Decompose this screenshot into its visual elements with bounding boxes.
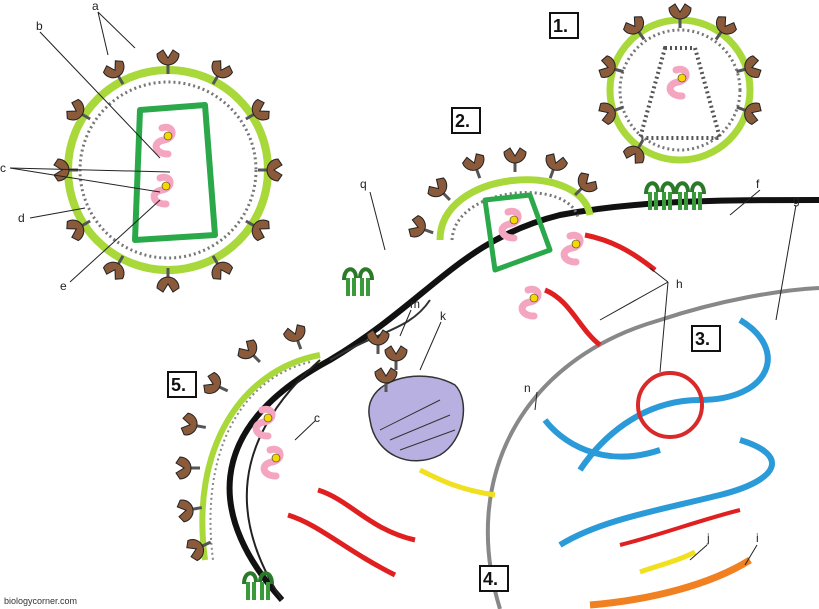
step-5: 5. <box>167 371 197 398</box>
nuclear-membrane <box>485 286 819 609</box>
step-2: 2. <box>451 107 481 134</box>
label-a: a <box>92 0 99 13</box>
label-k: k <box>440 309 447 323</box>
step-1: 1. <box>549 12 579 39</box>
svg-text:3.: 3. <box>695 329 710 349</box>
credit-text: biologycorner.com <box>4 596 77 606</box>
host-dna-3 <box>558 437 775 548</box>
svg-text:2.: 2. <box>455 111 470 131</box>
virion-step-1 <box>595 2 765 168</box>
svg-text:1.: 1. <box>553 16 568 36</box>
integrated-viral-dna <box>619 508 741 547</box>
leader-lines <box>9 11 797 566</box>
label-j: j <box>706 531 710 545</box>
ribosome <box>368 375 465 462</box>
integrated-dna-circle <box>636 371 704 439</box>
released-rna-2 <box>522 289 538 316</box>
free-rna-2 <box>264 449 280 476</box>
viral-dna-1 <box>584 232 657 272</box>
protein-yellow <box>418 467 496 498</box>
label-b: b <box>36 19 43 33</box>
host-dna-2 <box>542 418 661 460</box>
virion-step-2 <box>405 146 602 273</box>
label-c-virion: c <box>0 161 6 175</box>
label-i: i <box>756 531 759 545</box>
released-rna-1 <box>564 235 580 262</box>
outer-left-membrane <box>245 359 321 601</box>
protein-j <box>639 549 697 575</box>
label-q: q <box>360 177 367 191</box>
label-g: g <box>793 193 800 207</box>
glycoprotein-m2 <box>383 344 409 372</box>
receptor-3 <box>342 267 374 298</box>
label-e: e <box>60 279 67 293</box>
viral-dna-4 <box>287 512 397 578</box>
cell-membrane <box>226 197 819 603</box>
receptor-2 <box>674 181 706 212</box>
label-c-cytoplasm: c <box>314 411 320 425</box>
virion-labeled <box>52 48 284 294</box>
label-d: d <box>18 211 25 225</box>
step-3: 3. <box>691 325 721 352</box>
viral-dna-2 <box>543 287 602 347</box>
label-f: f <box>756 177 760 191</box>
label-m: m <box>410 297 420 311</box>
viral-dna-3 <box>317 487 416 543</box>
virion-step-5 <box>174 321 321 564</box>
step-4: 4. <box>479 565 509 592</box>
host-dna-1 <box>577 317 771 472</box>
svg-text:5.: 5. <box>171 375 186 395</box>
label-n: n <box>524 381 531 395</box>
svg-text:4.: 4. <box>483 569 498 589</box>
protein-i <box>589 557 752 609</box>
label-h: h <box>676 277 683 291</box>
